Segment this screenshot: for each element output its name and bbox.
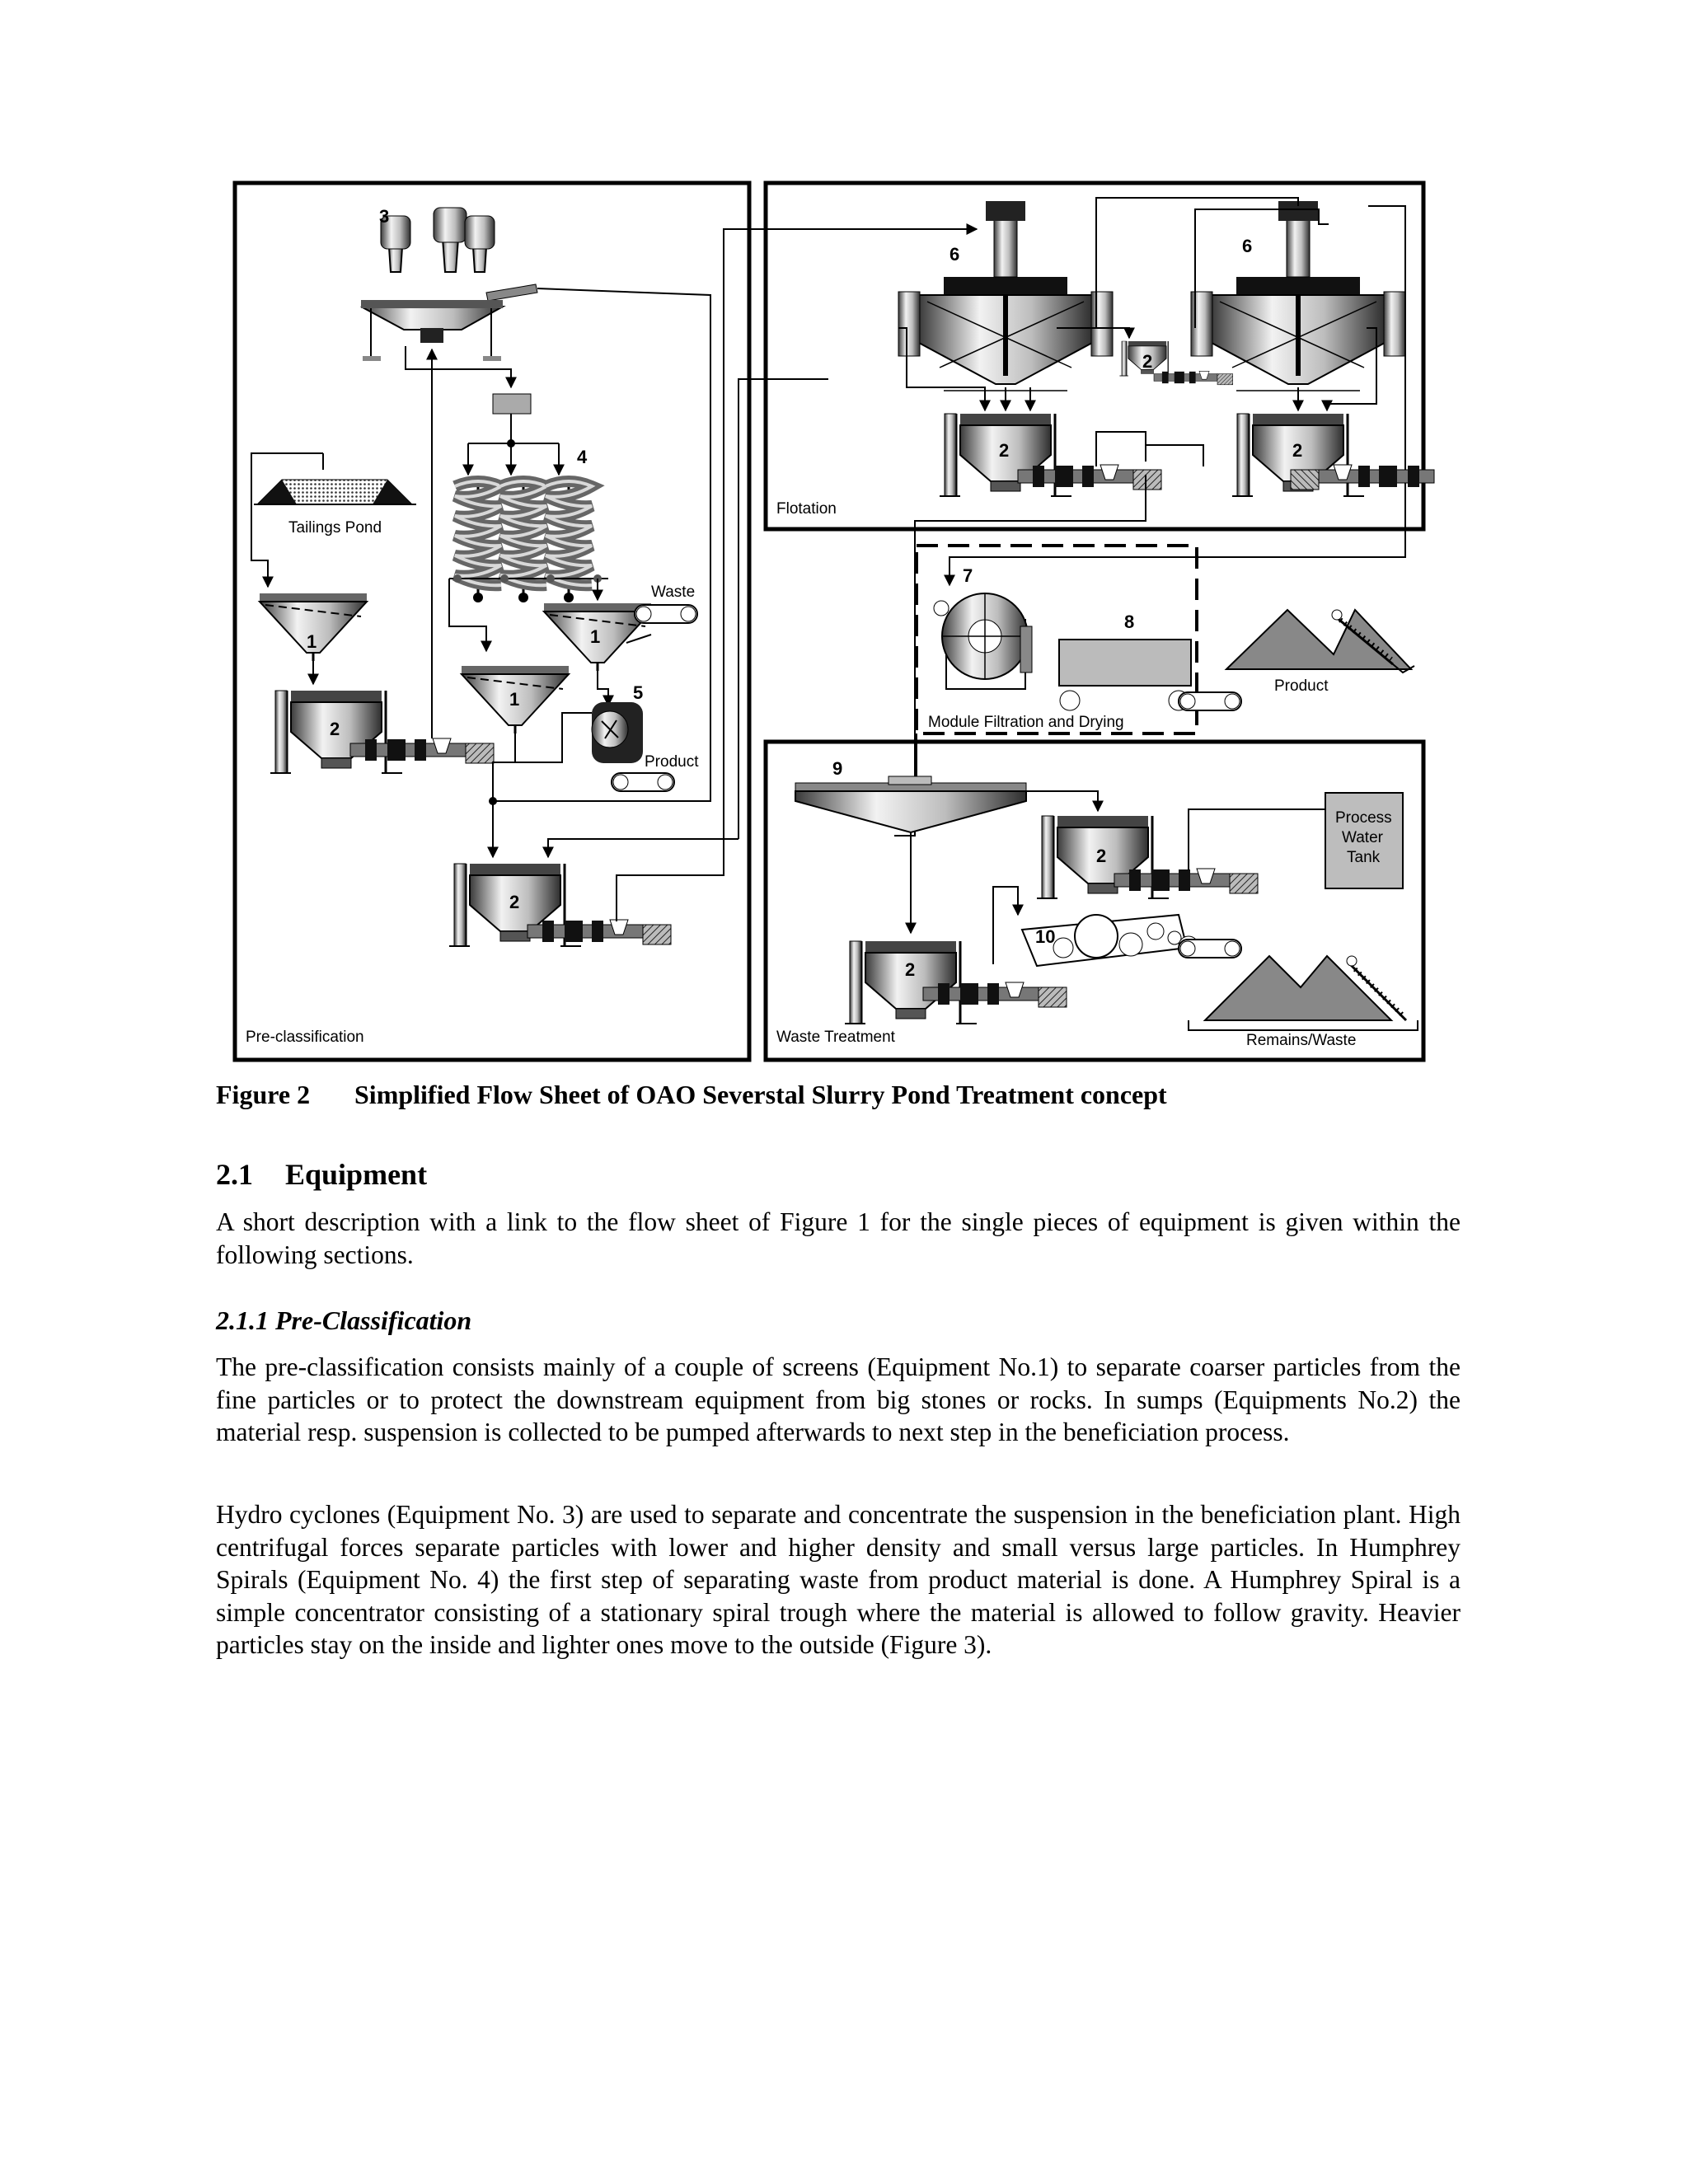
pump-flotation-left: [1017, 464, 1162, 490]
sump-2-waste-left: [843, 940, 978, 1025]
remains-waste-label: Remains/Waste: [1246, 1032, 1356, 1049]
humphrey-spirals-4: [455, 478, 592, 602]
pre-classification-label: Pre-classification: [246, 1029, 364, 1046]
disc-filter-7: [933, 593, 1033, 690]
sump-number-flotation-small: 2: [1142, 351, 1152, 372]
process-water-line1: Process: [1335, 809, 1392, 827]
remains-waste-piles: [1188, 954, 1418, 1031]
dryer-8: [1058, 639, 1192, 711]
flotation-frame: [763, 180, 1426, 532]
screen-number-mid: 1: [590, 626, 600, 647]
thickener-number: 9: [832, 758, 842, 779]
pump-waste-left: [922, 982, 1067, 1008]
product-conveyor-dry: [1178, 691, 1242, 711]
pre-classification-paragraph-1: The pre-classification consists mainly o…: [216, 1352, 1461, 1446]
process-water-line3: Tank: [1347, 849, 1381, 866]
tailings-pond: [254, 479, 416, 505]
sump-number-flotation-right: 2: [1292, 440, 1302, 461]
waste-treatment-frame: [763, 739, 1426, 1062]
sump-number-bottom: 2: [509, 892, 519, 912]
section-heading: 2.1 Equipment: [216, 1157, 427, 1192]
process-water-tank: [1325, 792, 1404, 889]
waste-label: Waste: [651, 583, 695, 601]
sump-number-waste-left: 2: [905, 959, 915, 980]
process-water-line2: Water: [1342, 829, 1384, 846]
product-label-pre: Product: [645, 753, 699, 771]
section-number: 2.1: [216, 1158, 253, 1191]
subsection-heading: 2.1.1 Pre-Classification: [216, 1305, 472, 1335]
waste-conveyor: [634, 604, 698, 624]
figure-caption: Figure 2 Simplified Flow Sheet of OAO Sev…: [216, 1080, 1167, 1110]
section-intro-paragraph: A short description with a link to the f…: [216, 1207, 1461, 1269]
pump-left: [349, 738, 495, 764]
waste-conveyor-bottom: [1178, 939, 1242, 958]
screen-number-left: 1: [307, 631, 316, 652]
pump-waste-right: [1114, 868, 1259, 894]
product-label-dry: Product: [1274, 677, 1329, 695]
drum-filter-5: [591, 702, 643, 763]
pre-classification-paragraph-2: Hydro cyclones (Equipment No. 3) are use…: [216, 1500, 1461, 1659]
belt-filter-number: 10: [1035, 926, 1055, 947]
flotation-number-right: 6: [1242, 236, 1252, 256]
flotation-number-left: 6: [950, 244, 959, 265]
hydrocyclone-3: [360, 207, 538, 361]
dryer-number: 8: [1124, 612, 1134, 632]
sump-number-waste-right: 2: [1096, 846, 1106, 866]
pre-classification-frame: [232, 180, 752, 1062]
pump-5-number: 5: [633, 682, 643, 703]
hydrocyclone-number: 3: [379, 206, 389, 227]
flotation-cell-6-right: [1191, 201, 1405, 391]
filter-number: 7: [963, 565, 973, 586]
pump-flotation-small: [1153, 371, 1233, 386]
flow-sheet-diagram: Pre-classification Flotation Module Filt…: [232, 180, 1435, 1062]
filtration-module-frame: [915, 544, 1198, 735]
module-filtration-label: Module Filtration and Drying: [928, 714, 1124, 731]
section-title: Equipment: [285, 1158, 428, 1191]
product-piles: [1224, 608, 1415, 674]
flotation-label: Flotation: [776, 500, 837, 518]
waste-treatment-label: Waste Treatment: [776, 1029, 896, 1046]
product-conveyor-pre: [611, 772, 675, 792]
sump-number-flotation-left: 2: [999, 440, 1009, 461]
belt-filter-10: [1020, 913, 1189, 968]
figure-caption-text: Simplified Flow Sheet of OAO Severstal S…: [354, 1080, 1167, 1109]
sump-number-left: 2: [330, 719, 340, 739]
screen-number-low: 1: [509, 689, 519, 710]
thickener-9: [795, 776, 1027, 834]
figure-number: Figure 2: [216, 1080, 311, 1109]
spirals-number: 4: [577, 447, 588, 467]
pump-bottom: [527, 919, 672, 945]
tailings-pond-label: Tailings Pond: [288, 519, 382, 537]
distributor-box: [492, 393, 532, 415]
